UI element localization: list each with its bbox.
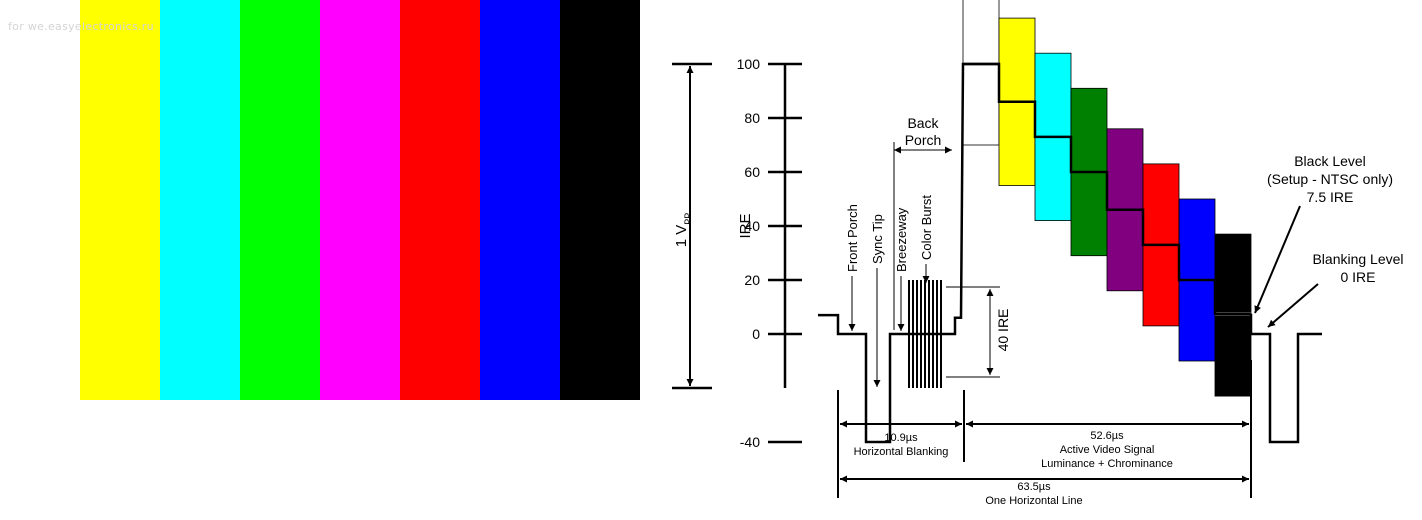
ire-tick-label: 80 <box>744 110 760 126</box>
color-bar-cyan <box>160 0 240 400</box>
watermark-text: for we.easyelectronics.ru <box>8 20 154 33</box>
chroma-step-white <box>962 0 1000 146</box>
level-labels: Black Level (Setup - NTSC only) 7.5 IRE … <box>1254 153 1404 328</box>
ire-tick-label: -40 <box>740 434 760 450</box>
line-label: One Horizontal Line <box>985 495 1082 507</box>
h-blank-label: Horizontal Blanking <box>854 446 949 458</box>
black-level-label-2: (Setup - NTSC only) <box>1267 171 1393 187</box>
waveform-line <box>818 62 1322 444</box>
ire-axis-label: IRE <box>737 213 754 238</box>
vpp-label: 1 VPP <box>673 213 693 248</box>
burst-ire-label: 40 IRE <box>995 309 1011 352</box>
color-bar-white <box>0 0 80 400</box>
color-bar-yellow <box>80 0 160 400</box>
ire-tick-label: 0 <box>752 326 760 342</box>
blanking-level-label-1: Blanking Level <box>1312 251 1403 267</box>
h-blank-time: 10.9µs <box>884 432 918 444</box>
ire-tick-label: 40 <box>744 218 760 234</box>
back-porch-label-2: Porch <box>905 132 942 148</box>
ire-tick-label: 20 <box>744 272 760 288</box>
ire-scale: IRE 100 80 60 40 20 0 -40 <box>737 56 802 450</box>
active-label-2: Luminance + Chrominance <box>1041 458 1173 470</box>
color-bar-black <box>560 0 640 400</box>
luminance-staircase <box>963 62 1251 315</box>
ire-tick-label: 100 <box>737 56 761 72</box>
color-bar-blue <box>480 0 560 400</box>
active-label-1: Active Video Signal <box>1060 444 1155 456</box>
vpp-indicator: 1 VPP <box>672 62 712 390</box>
sync-tip-label: Sync Tip <box>870 214 885 264</box>
black-level-label-1: Black Level <box>1294 153 1366 169</box>
color-burst-label: Color Burst <box>919 195 934 260</box>
timing-dimensions: 10.9µs Horizontal Blanking 52.6µs Active… <box>837 360 1252 507</box>
black-level-label-3: 7.5 IRE <box>1307 189 1354 205</box>
color-bar-green <box>240 0 320 400</box>
color-bar-pattern <box>0 0 640 400</box>
active-time: 52.6µs <box>1090 430 1124 442</box>
front-porch-label: Front Porch <box>845 204 860 272</box>
blanking-labels: Back Porch Front Porch Sync Tip Breezewa… <box>845 115 1011 387</box>
color-bar-red <box>400 0 480 400</box>
blanking-level-label-2: 0 IRE <box>1340 269 1375 285</box>
line-time: 63.5µs <box>1017 481 1051 493</box>
back-porch-label-1: Back <box>907 115 939 131</box>
ire-tick-label: 60 <box>744 164 760 180</box>
color-bar-magenta <box>320 0 400 400</box>
breezeway-label: Breezeway <box>894 207 909 272</box>
